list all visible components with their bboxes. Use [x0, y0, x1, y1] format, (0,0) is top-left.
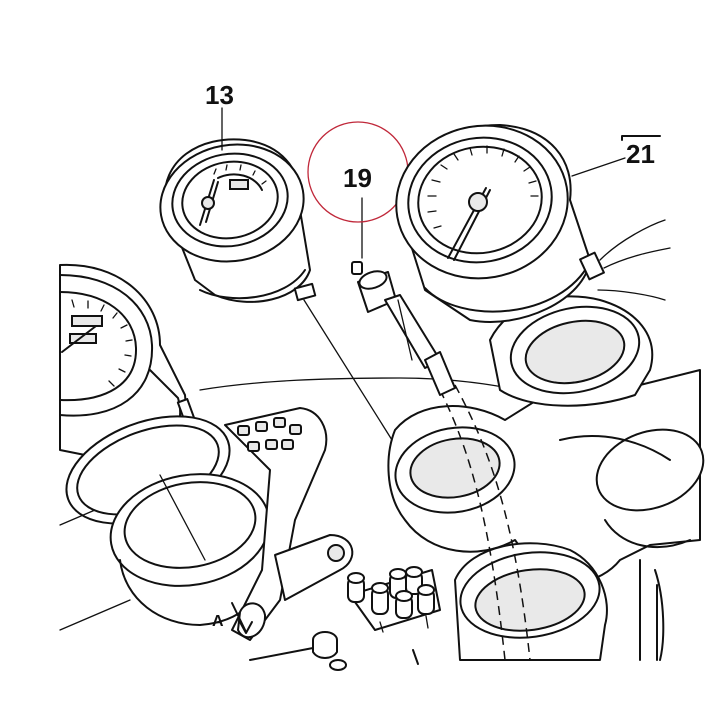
- part-19-cable-connector: [351, 261, 456, 396]
- indicator-bulb-cluster: [347, 566, 441, 665]
- mounting-bracket-left: A: [212, 407, 354, 641]
- instrument-mounting-plate: [387, 295, 705, 585]
- gauge-21-tachometer: [395, 124, 671, 323]
- mounting-bolt: [249, 631, 347, 671]
- gauge-13-small-dial: [159, 138, 393, 441]
- leader-21: [571, 157, 626, 177]
- left-gauge-cup: [59, 473, 271, 631]
- callout-letter-a: A: [212, 613, 224, 630]
- callout-21-frame: [621, 135, 661, 141]
- callout-21: 21: [626, 139, 655, 169]
- lower-gauge-cup: [454, 542, 665, 661]
- cable-route-dashed: [439, 384, 531, 661]
- callout-13: 13: [205, 80, 234, 110]
- callout-19: 19: [343, 163, 372, 193]
